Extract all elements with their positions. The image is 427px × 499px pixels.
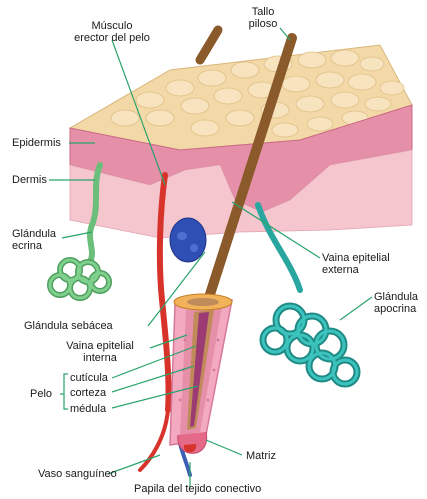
label-tallo-line1: Tallo: [228, 6, 298, 18]
hair-follicle: [170, 294, 232, 453]
label-corteza: corteza: [70, 387, 106, 399]
label-glandula-apocrina: Glándula apocrina: [374, 291, 418, 315]
label-vaina-interna-line2: interna: [50, 352, 150, 364]
leader-apocrina: [340, 297, 372, 320]
label-vaso-sanguineo: Vaso sanguíneo: [38, 468, 117, 480]
label-matriz: Matriz: [246, 450, 276, 462]
label-vaina-externa-line1: Vaina epitelial: [322, 252, 390, 264]
label-musculo-line1: Músculo: [62, 20, 162, 32]
label-vaina-externa-line2: externa: [322, 264, 390, 276]
pelo-bracket: [60, 374, 68, 409]
label-tallo-piloso: Tallo piloso: [228, 6, 298, 30]
label-vaina-epitelial-externa: Vaina epitelial externa: [322, 252, 390, 276]
label-epidermis: Epidermis: [12, 137, 61, 149]
label-musculo-erector: Músculo erector del pelo: [62, 20, 162, 44]
sebaceous-gland: [170, 218, 206, 262]
leader-matriz: [206, 440, 242, 455]
label-apocrina-line1: Glándula: [374, 291, 418, 303]
label-medula: médula: [70, 403, 106, 415]
label-musculo-line2: erector del pelo: [62, 32, 162, 44]
label-pelo: Pelo: [30, 388, 52, 400]
label-glandula-ecrina: Glándula ecrina: [12, 228, 56, 252]
label-apocrina-line2: apocrina: [374, 303, 418, 315]
label-papila: Papila del tejido conectivo: [134, 483, 261, 495]
label-vaina-epitelial-interna: Vaina epitelial interna: [50, 340, 150, 364]
label-cuticula: cutícula: [70, 372, 108, 384]
label-dermis: Dermis: [12, 174, 47, 186]
label-tallo-line2: piloso: [228, 18, 298, 30]
apocrine-gland: [258, 205, 357, 384]
label-vaina-interna-line1: Vaina epitelial: [50, 340, 150, 352]
label-ecrina-line2: ecrina: [12, 240, 56, 252]
label-ecrina-line1: Glándula: [12, 228, 56, 240]
label-glandula-sebacea: Glándula sebácea: [24, 320, 113, 332]
